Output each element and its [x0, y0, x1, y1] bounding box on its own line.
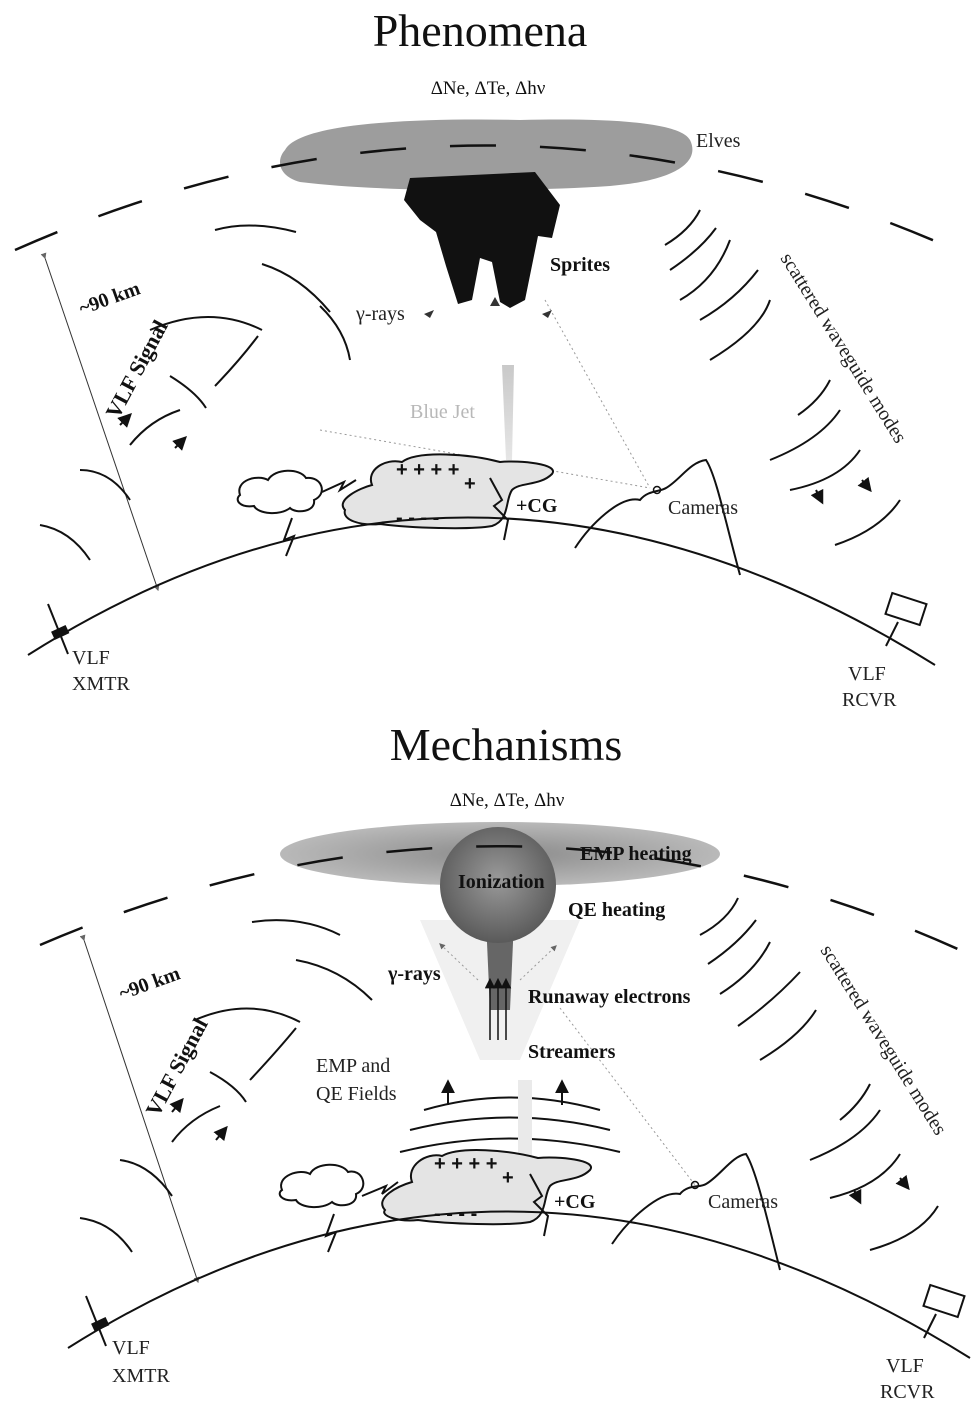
xmtr-label-1-2: VLF: [112, 1337, 150, 1359]
receiver-icon: [884, 591, 928, 647]
altitude-label: ~90 km: [76, 277, 143, 319]
mechanisms-subtitle: ΔNe, ΔTe, Δhν: [450, 790, 565, 811]
ionosphere-boundary: [14, 144, 961, 254]
small-cloud-lightning: [282, 517, 296, 557]
vlf-waves-right: [664, 209, 901, 546]
mountain-2: [611, 1152, 781, 1271]
rcvr-label-2-2: RCVR: [880, 1381, 935, 1403]
blue-jet-shape: [502, 365, 514, 460]
mechanisms-panel: Mechanisms ΔNe, ΔTe, Δhν EMP heating Ion…: [39, 719, 971, 1403]
gamma-arrow-up: [490, 297, 500, 306]
vlf-waves-left: [39, 224, 351, 561]
scattered-modes-label-2: scattered waveguide modes: [816, 941, 951, 1139]
transmitter-icon-2: [85, 1295, 110, 1347]
gamma-arrow-left: [424, 310, 434, 318]
elves-label: Elves: [696, 130, 741, 152]
ionization-label: Ionization: [458, 871, 545, 893]
phenomena-subtitle: ΔNe, ΔTe, Δhν: [431, 78, 546, 99]
intracloud-lightning: [321, 479, 357, 493]
vlf-waves-right-2: [699, 897, 939, 1251]
vlf-signal-label: VLF Signal: [100, 316, 172, 423]
cg-lightning-2: [529, 1173, 550, 1237]
earth-surface: [27, 516, 936, 666]
qe-heating-label: QE heating: [568, 899, 665, 921]
cg-lightning: [489, 477, 510, 541]
vlf-waves-left-2: [79, 919, 373, 1253]
thundercloud: [341, 453, 554, 530]
runaway-electron-arrows: [484, 977, 512, 1040]
elves-region: [279, 119, 693, 191]
rcvr-label-1: VLF: [848, 663, 886, 685]
sightline-1: [319, 429, 651, 489]
rcvr-label-2: RCVR: [842, 689, 897, 711]
phenomena-panel: Phenomena ΔNe, ΔTe, Δhν Elves Sprites γ-…: [14, 5, 961, 711]
xmtr-label-2-2: XMTR: [112, 1365, 170, 1387]
sightline-2: [544, 299, 651, 489]
cloud-positive-charges-2: + + + +: [434, 1153, 497, 1175]
camera-icon-2: [690, 1180, 700, 1190]
xmtr-label-2: XMTR: [72, 673, 130, 695]
rcvr-label-1-2: VLF: [886, 1355, 924, 1377]
earth-surface-2: [67, 1210, 971, 1359]
receiver-icon-2: [922, 1283, 966, 1339]
cameras-label-2: Cameras: [708, 1191, 778, 1213]
gamma-arrow-right: [542, 310, 552, 318]
gamma-rays-label-2: γ-rays: [387, 963, 441, 985]
scattered-modes-label: scattered waveguide modes: [776, 249, 911, 447]
altitude-label-2: ~90 km: [116, 962, 183, 1004]
altitude-indicator-2: [79, 934, 200, 1284]
sightline-3: [559, 1007, 696, 1186]
cloud-positive-charge-extra: +: [464, 473, 476, 495]
camera-icon: [652, 485, 662, 495]
vlf-signal-label-2: VLF Signal: [140, 1014, 212, 1121]
small-cloud: [236, 469, 323, 514]
emp-field-arcs: [399, 1079, 621, 1153]
cloud-negative-charges: - - - -: [396, 507, 439, 529]
small-cloud-2: [278, 1163, 365, 1208]
gamma-ray-path-right: [519, 945, 557, 981]
cloud-positive-charge-extra-2: +: [502, 1167, 514, 1189]
cg-label: +CG: [516, 495, 558, 517]
phenomena-title: Phenomena: [373, 5, 588, 56]
cg-label-2: +CG: [554, 1191, 596, 1213]
sprites-shape: [404, 172, 560, 308]
altitude-indicator: [40, 252, 160, 592]
runaway-electrons-label: Runaway electrons: [528, 986, 691, 1008]
transmitter-icon: [47, 603, 70, 655]
ionization-region: [440, 827, 556, 943]
intracloud-lightning-2: [361, 1181, 399, 1197]
jet-column: [518, 1080, 532, 1160]
cloud-positive-charges: + + + +: [396, 459, 459, 481]
cameras-label: Cameras: [668, 497, 738, 519]
gamma-rays-label: γ-rays: [355, 303, 405, 325]
mechanisms-title: Mechanisms: [390, 719, 623, 770]
emp-fields-label-1: EMP and: [316, 1055, 390, 1077]
mountain: [574, 458, 741, 576]
ionosphere-boundary-2: [39, 845, 961, 952]
streamers-label: Streamers: [528, 1041, 616, 1063]
sprites-label: Sprites: [550, 254, 610, 276]
gamma-ray-path-left: [439, 943, 479, 981]
blue-jet-label: Blue Jet: [410, 401, 475, 423]
emp-fields-label-2: QE Fields: [316, 1083, 397, 1105]
xmtr-label-1: VLF: [72, 647, 110, 669]
